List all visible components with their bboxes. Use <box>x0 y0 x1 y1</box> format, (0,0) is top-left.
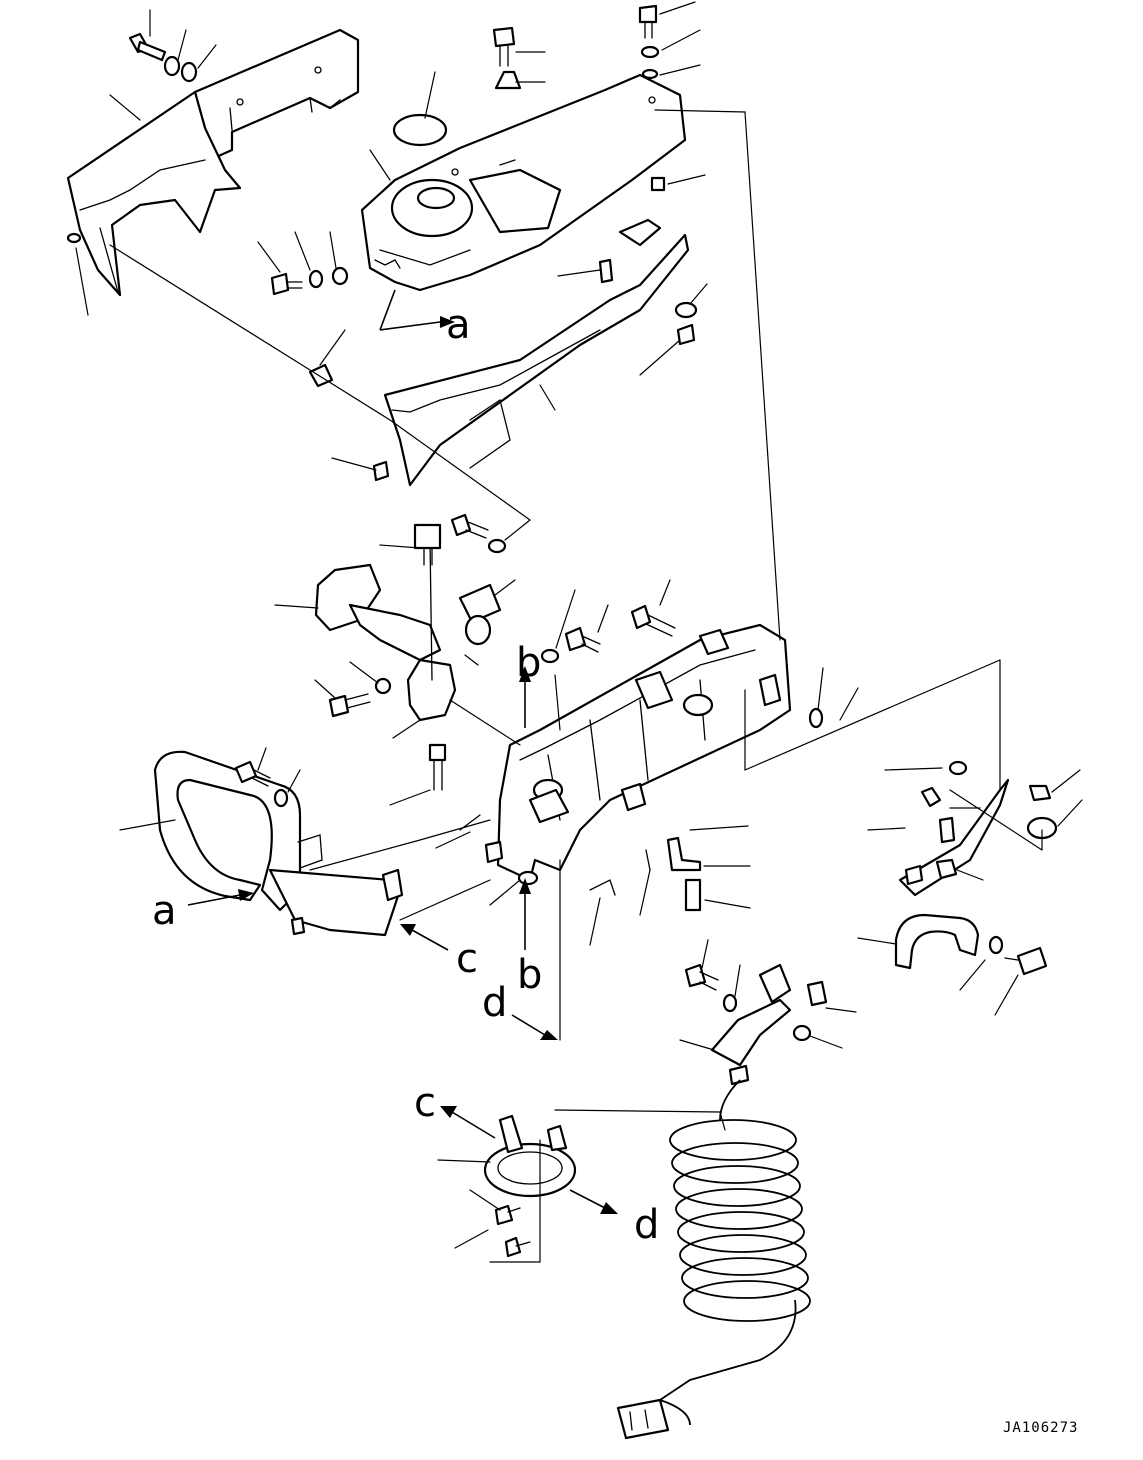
view-label-b-upper: b <box>516 640 541 686</box>
tilt-lever-bracket <box>314 523 502 722</box>
left-cover-panel <box>66 28 360 297</box>
view-label-d-middle: d <box>482 980 507 1026</box>
guard-handle <box>153 750 404 937</box>
u-handle <box>894 913 1048 976</box>
guide-lines <box>109 109 1043 1263</box>
top-cover-screws <box>492 4 666 192</box>
column-frame <box>484 623 792 882</box>
harness-bracket <box>684 963 828 1086</box>
blind-cap <box>392 113 448 147</box>
side-screw-set <box>270 259 401 296</box>
view-label-a-left: a <box>152 888 177 934</box>
spiral-cable <box>657 1079 811 1426</box>
top-cover <box>360 73 687 292</box>
frame-bolts <box>328 513 824 886</box>
view-labels: a b a c b d c d <box>152 302 659 1248</box>
view-label-c-middle: c <box>456 936 478 982</box>
right-link <box>898 760 1058 897</box>
view-arrows <box>187 289 618 1214</box>
cable-connector <box>616 1398 670 1440</box>
rotary-ring <box>483 1114 577 1258</box>
left-cover-bolts <box>66 32 198 244</box>
leader-lines <box>75 1 1083 1249</box>
drawing-number: JA106273 <box>1003 1420 1078 1436</box>
view-label-b-lower: b <box>517 952 542 998</box>
view-label-d-lower: d <box>634 1202 659 1248</box>
view-label-c-lower: c <box>414 1080 436 1126</box>
view-label-a-top: a <box>446 302 471 348</box>
